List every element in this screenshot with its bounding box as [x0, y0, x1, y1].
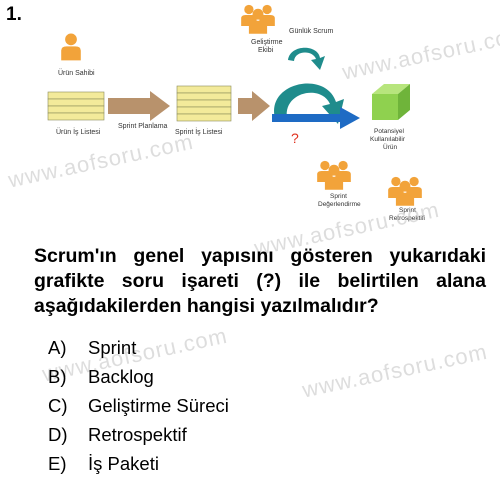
option-letter: B) — [48, 365, 67, 387]
question-mark-label: ? — [291, 130, 299, 146]
retro-label-line1: Sprint — [399, 207, 416, 214]
option-d[interactable]: D) Retrospektif — [48, 420, 229, 449]
question-text: Scrum'ın genel yapısını gösteren yukarıd… — [34, 245, 486, 317]
retrospective-team-icon — [388, 177, 422, 206]
increment-label-line2: Kullanılabilir — [370, 136, 406, 143]
daily-scrum-label: Günlük Scrum — [289, 28, 334, 35]
option-b[interactable]: B) Backlog — [48, 362, 229, 391]
product-owner-person-icon — [61, 33, 81, 61]
retro-label-line2: Retrospektifi — [389, 215, 425, 222]
option-text: Retrospektif — [88, 423, 187, 445]
increment-label-line1: Potansiyel — [374, 128, 405, 135]
review-label-line2: Değerlendirme — [318, 201, 361, 208]
product-owner-label: Ürün Sahibi — [58, 69, 95, 77]
sprint-planning-label: Sprint Planlama — [118, 123, 168, 130]
answer-options: A) Sprint B) Backlog C) Geliştirme Sürec… — [48, 333, 229, 478]
watermark: www.aofsoru.com — [300, 338, 490, 403]
question-number: 1. — [6, 4, 22, 25]
scrum-diagram: Ürün Sahibi Ürün İş Listesi Sprint Planl… — [47, 0, 425, 222]
option-text: Sprint — [88, 336, 137, 358]
sprint-cycle-arrow-icon — [274, 83, 344, 124]
option-e[interactable]: E) İş Paketi — [48, 449, 229, 478]
increment-label-line3: Ürün — [383, 143, 397, 151]
option-text: Geliştirme Süreci — [88, 394, 229, 416]
development-team-icon — [241, 5, 275, 34]
daily-cycle-arrow-icon — [288, 47, 325, 70]
option-text: İş Paketi — [88, 452, 159, 474]
dev-team-label-line2: Ekibi — [258, 47, 274, 54]
product-backlog-stack — [47, 91, 105, 121]
dev-team-label-line1: Geliştirme — [251, 39, 283, 46]
option-letter: C) — [48, 394, 68, 416]
option-letter: D) — [48, 423, 68, 445]
sprint-blue-arrow — [272, 107, 360, 129]
sprint-review-team-icon — [317, 161, 351, 190]
option-a[interactable]: A) Sprint — [48, 333, 229, 362]
product-backlog-label: Ürün İş Listesi — [56, 127, 101, 136]
sprint-backlog-stack — [176, 85, 232, 122]
sprint-backlog-label: Sprint İş Listesi — [175, 127, 223, 136]
increment-cube-icon — [372, 84, 410, 120]
option-c[interactable]: C) Geliştirme Süreci — [48, 391, 229, 420]
option-text: Backlog — [88, 365, 154, 387]
option-letter: E) — [48, 452, 67, 474]
arrow-to-sprint-planning — [108, 91, 170, 121]
review-label-line1: Sprint — [330, 193, 347, 200]
option-letter: A) — [48, 336, 67, 358]
arrow-to-sprint — [238, 91, 270, 121]
